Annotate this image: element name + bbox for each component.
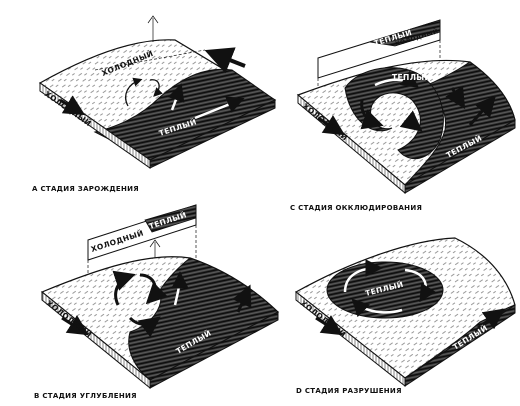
panel-a-caption: А СТАДИЯ ЗАРОЖДЕНИЯ: [32, 185, 139, 193]
panel-a-cyclone-arrow-3: [167, 83, 185, 111]
panel-a-flow-arrow-cold: [59, 95, 86, 116]
panel-c-label-center-warm: ТЕПЛЫЙ: [392, 73, 431, 82]
panel-a-cyclone-arrow-1: [125, 77, 143, 107]
panel-b-profile-warm: [144, 204, 197, 233]
panel-b-cyclone-arrow-1: [112, 270, 136, 306]
panel-c: ТЕПЛЫЙ ХОЛОДНЫЙ ТЕПЛЫЙ ХОЛОДНЫЙ ТЕПЛЫЙ С…: [290, 19, 516, 212]
panel-a-flow-arrow-wind: [204, 47, 246, 74]
panel-c-cyclone-arrow-3: [399, 110, 423, 132]
panel-b-cyclone-arrow-2: [139, 273, 169, 305]
panel-a-cyclone-arrow-2: [149, 79, 163, 97]
panel-d-flow-arrow-cold: [315, 315, 344, 336]
panel-d: ТЕПЛЫЙ ХОЛОДНЫЙ ТЕПЛЫЙ D СТАДИЯ РАЗРУШЕН…: [294, 237, 516, 395]
panel-c-right-side: [404, 119, 516, 194]
panel-c-flow-arrow-cold: [317, 115, 346, 136]
panel-d-caption: D СТАДИЯ РАЗРУШЕНИЯ: [296, 387, 402, 395]
panel-c-flow-arrow-warm: [468, 95, 496, 126]
panel-c-profile-warm: [369, 19, 441, 47]
panel-d-cyclone-arrow-1: [343, 259, 383, 293]
panel-a-flow-arrow-warm: [194, 96, 245, 120]
panel-d-cyclone-arrow-2: [404, 268, 436, 303]
panel-c-cyclone-arrow-2: [360, 99, 384, 130]
panel-d-flow-arrow-warm: [477, 308, 505, 330]
panel-b-caption: В СТАДИЯ УГЛУБЛЕНИЯ: [34, 392, 137, 400]
panel-b-right-side: [149, 311, 279, 389]
panel-d-cyclone-arrow-3: [351, 298, 403, 318]
panel-b-cyclone-arrow-3: [128, 316, 161, 338]
panel-c-flow-arrow-east: [445, 85, 466, 110]
panel-b-flow-arrow-warm: [232, 284, 252, 313]
panel-b: ХОЛОДНЫЙ ТЕПЛЫЙ ХОЛОДНЫЙ ТЕПЛЫЙ В СТАДИЯ…: [34, 204, 280, 400]
panel-c-caption: С СТАДИЯ ОККЛЮДИРОВАНИЯ: [290, 204, 422, 212]
panel-b-flow-arrow-cold: [61, 315, 90, 336]
panel-a: ХОЛОДНЫЙ ХОЛОДНЫЙ ТЕПЛЫЙ А СТАДИЯ ЗАРОЖД…: [32, 15, 277, 193]
panel-c-cyclone-arrow-1: [374, 70, 420, 88]
panel-b-cyclone-arrow-4: [171, 271, 189, 306]
panel-a-right-side: [149, 99, 276, 169]
